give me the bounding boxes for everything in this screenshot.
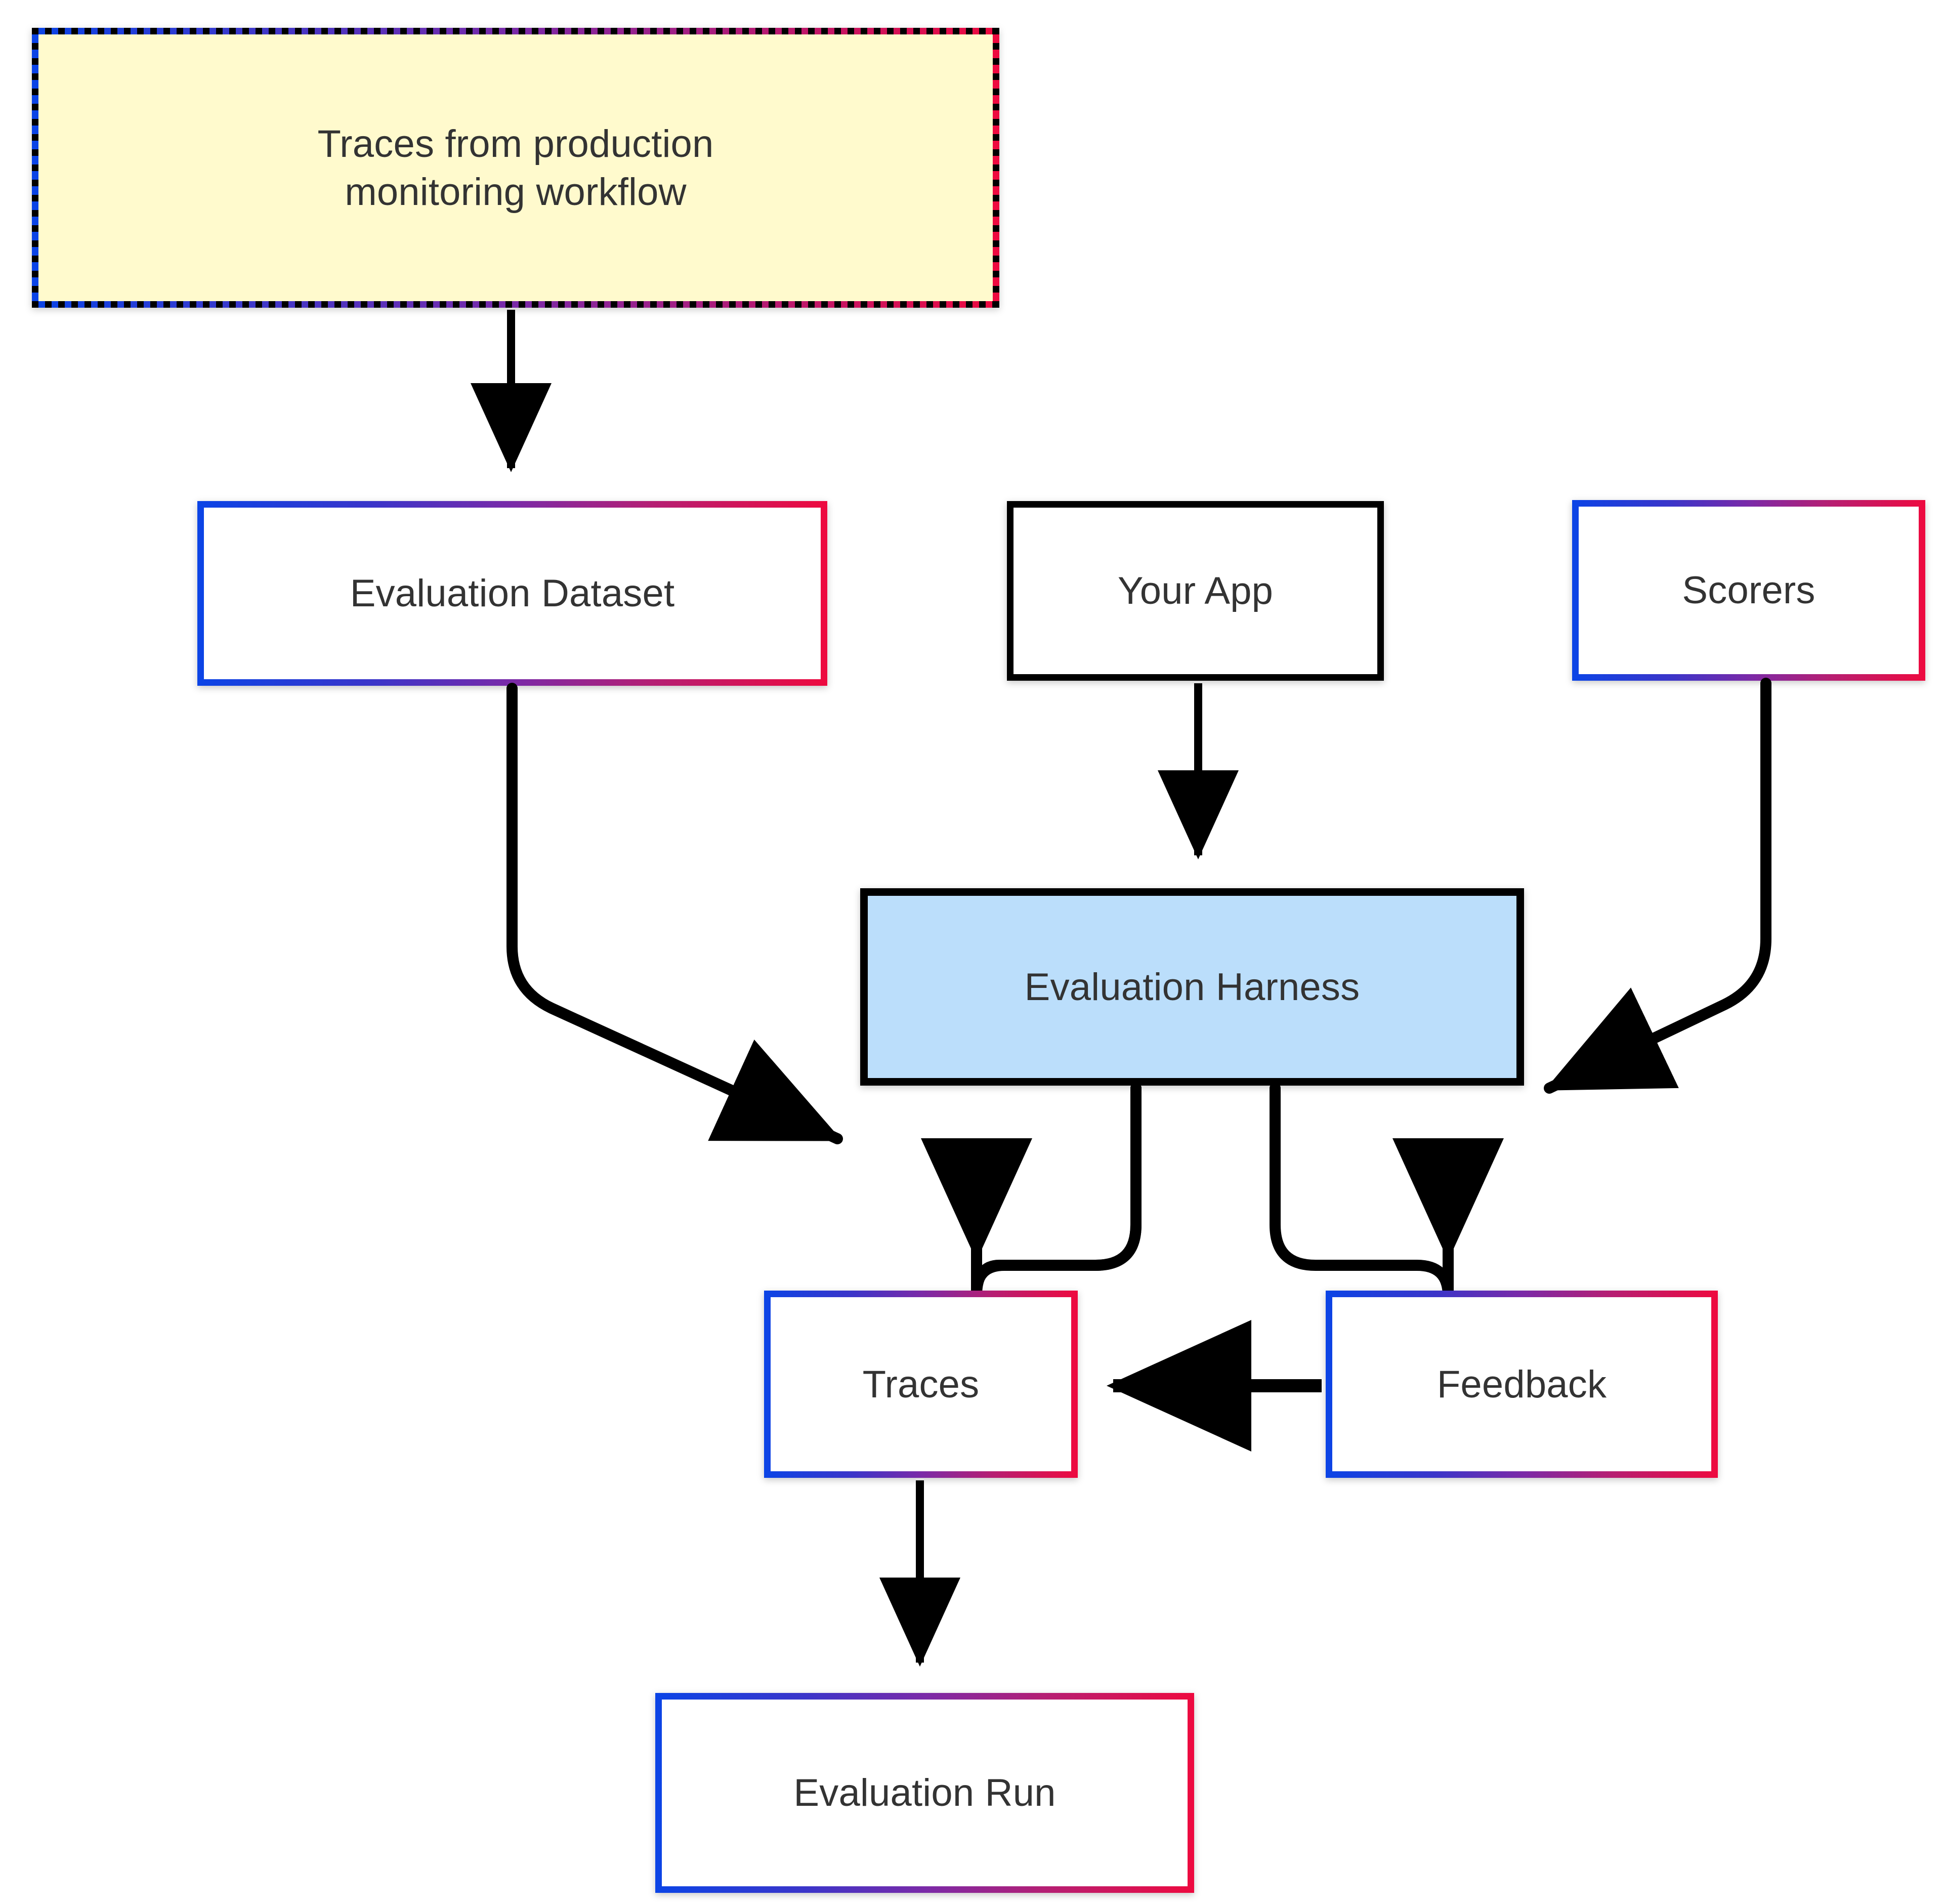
node-label-your-app: Your App <box>1117 569 1274 612</box>
node-label-traces: Traces <box>862 1362 980 1406</box>
node-label-scorers: Scorers <box>1682 569 1815 612</box>
node-label-evaluation-harness: Evaluation Harness <box>1024 965 1360 1009</box>
node-traces-from-production[interactable]: Traces from production monitoring workfl… <box>32 28 999 308</box>
dotted-border-left <box>32 28 38 308</box>
node-traces[interactable]: Traces <box>764 1291 1078 1478</box>
edge-scorers-to-harness <box>1544 678 1771 1094</box>
dotted-border-bottom <box>32 301 999 308</box>
node-evaluation-dataset-inner: Evaluation Dataset <box>204 508 821 679</box>
edge-harness-to-feedback <box>1270 1083 1504 1301</box>
node-evaluation-run-inner: Evaluation Run <box>662 1700 1188 1886</box>
edge-eval-dataset-to-harness <box>506 683 843 1144</box>
node-evaluation-run[interactable]: Evaluation Run <box>655 1693 1194 1893</box>
node-scorers-inner: Scorers <box>1579 507 1919 674</box>
node-label-traces-from-production: Traces from production monitoring workfl… <box>317 122 714 214</box>
node-scorers[interactable]: Scorers <box>1572 500 1925 681</box>
node-evaluation-dataset[interactable]: Evaluation Dataset <box>197 501 827 686</box>
node-label-evaluation-dataset: Evaluation Dataset <box>350 572 675 615</box>
node-label-evaluation-run: Evaluation Run <box>793 1771 1056 1814</box>
node-feedback[interactable]: Feedback <box>1326 1291 1718 1478</box>
node-evaluation-harness[interactable]: Evaluation Harness <box>860 888 1524 1086</box>
node-traces-inner: Traces <box>771 1297 1071 1471</box>
dotted-border-right <box>993 28 999 308</box>
edge-harness-to-traces <box>921 1083 1142 1301</box>
node-feedback-inner: Feedback <box>1332 1297 1711 1471</box>
node-your-app[interactable]: Your App <box>1007 501 1384 681</box>
node-label-feedback: Feedback <box>1437 1362 1607 1406</box>
dotted-border-top <box>32 28 999 34</box>
